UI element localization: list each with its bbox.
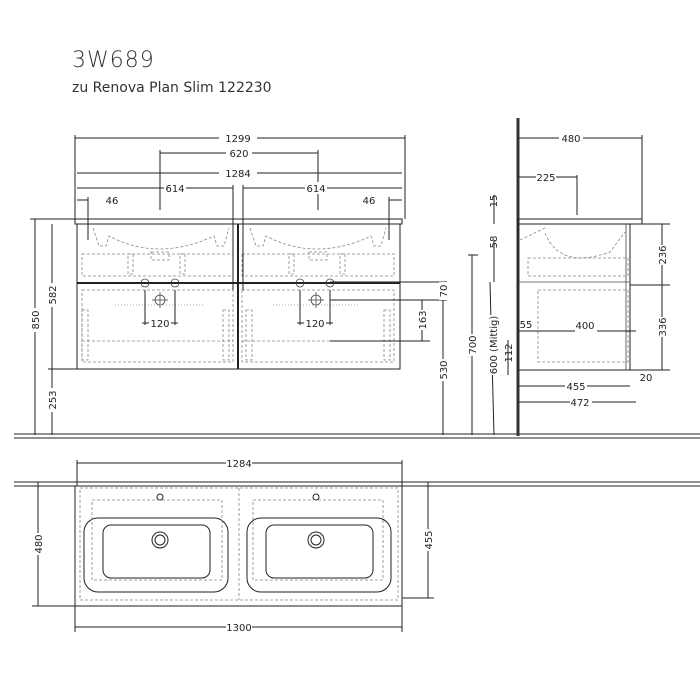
dim-depth-472: 472 [570, 398, 589, 409]
dim-top-width: 1300 [226, 623, 251, 634]
dim-cabinet-width: 1284 [225, 169, 250, 180]
dim-overall-width: 1299 [225, 134, 250, 145]
dim-total-height: 850 [31, 310, 42, 329]
dim-right-offset: 46 [363, 196, 376, 207]
dim-bowl-center: 225 [536, 173, 555, 184]
dim-cabinet-height: 582 [48, 285, 59, 304]
dim-front-gap: 20 [640, 373, 653, 384]
dim-drain-height: 163 [418, 310, 429, 329]
dim-right-half: 614 [306, 184, 325, 195]
dim-depth-455: 455 [566, 382, 585, 393]
dim-upper-gap: 58 [489, 236, 500, 249]
dim-drawer-offset: 55 [520, 320, 533, 331]
dim-supply-height: 700 [468, 335, 479, 354]
dim-left-offset: 46 [106, 196, 119, 207]
dim-tap-spacing: 620 [229, 149, 248, 160]
dim-drain-floor-height: 530 [439, 360, 450, 379]
dim-depth-left: 480 [34, 534, 45, 553]
dim-lower-offset: 112 [504, 343, 515, 362]
dim-drain-offset-top: 70 [439, 285, 450, 298]
dim-right-drain-spacing: 120 [305, 319, 324, 330]
countertop-front [74, 218, 403, 225]
dim-top-cabinet-width: 1284 [226, 459, 251, 470]
product-code: 3W689 [72, 48, 155, 73]
dim-floor-clearance: 253 [48, 390, 59, 409]
dim-depth-right: 455 [424, 530, 435, 549]
dim-left-drain-spacing: 120 [150, 319, 169, 330]
side-view: 480 225 15 58 600 (Mittig) 112 55 400 45… [489, 118, 670, 436]
floor-line-front [14, 433, 700, 439]
dim-drawer-depth: 400 [575, 321, 594, 332]
dim-height-mid: 600 (Mittig) [489, 316, 500, 375]
dim-upper-height: 236 [658, 245, 669, 264]
dim-depth-top: 480 [561, 134, 580, 145]
dim-lower-height: 336 [658, 317, 669, 336]
dim-left-half: 614 [165, 184, 184, 195]
dim-top-thickness: 15 [489, 195, 500, 208]
front-view: 1299 620 1284 614 614 46 46 850 582 253 [30, 132, 479, 435]
wall-line-top [14, 481, 700, 487]
top-view: 1284 1300 480 455 [32, 457, 435, 634]
product-subtitle: zu Renova Plan Slim 122230 [72, 80, 272, 96]
